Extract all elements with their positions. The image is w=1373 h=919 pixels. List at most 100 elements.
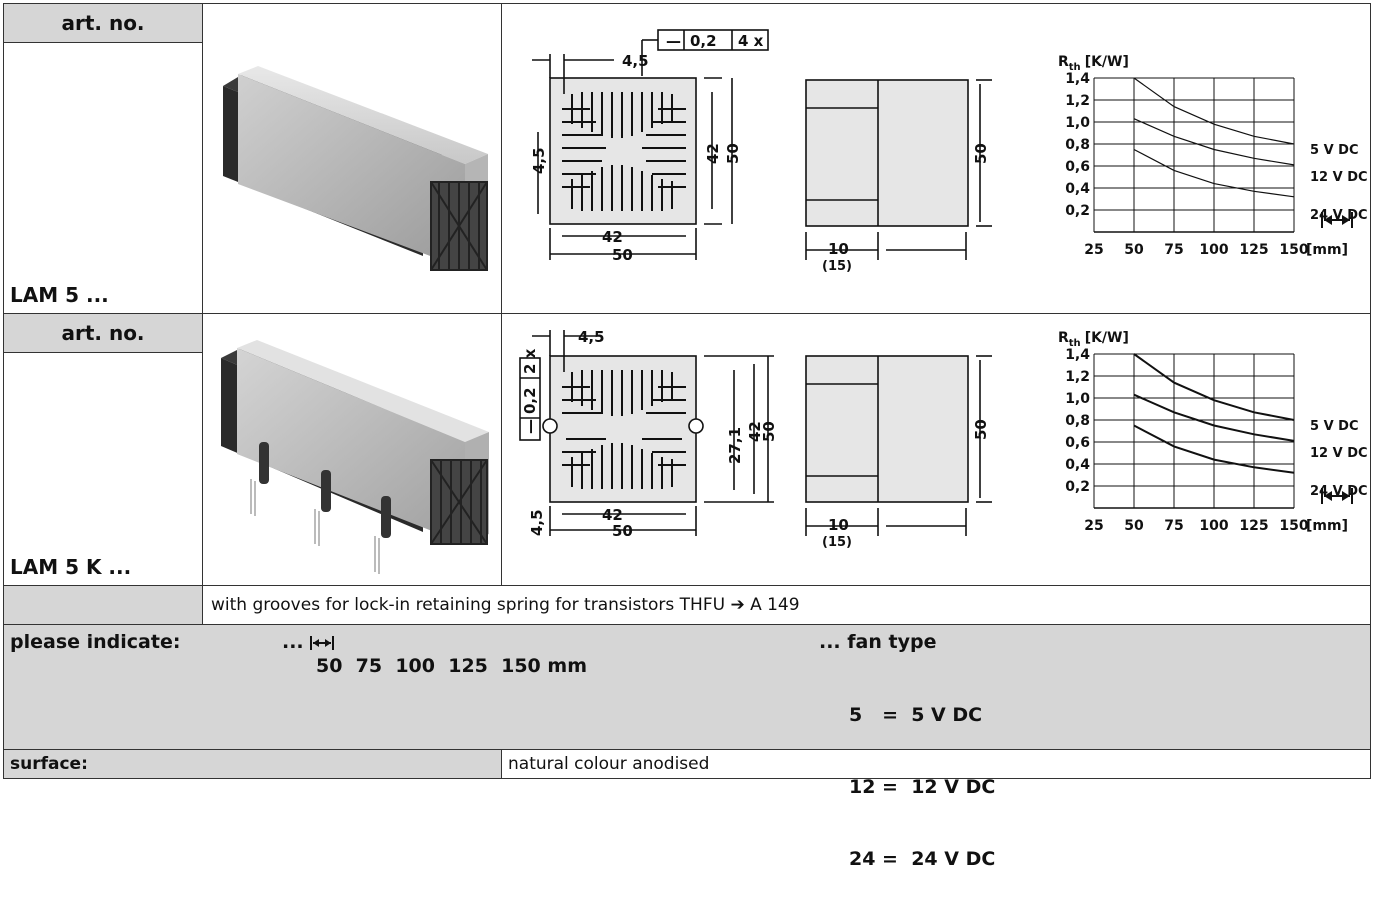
dim-outer-w-2: 50 — [612, 522, 633, 540]
product-name-lam5: LAM 5 ... — [3, 42, 203, 314]
length-arrow-icon-head-l — [1324, 491, 1332, 501]
series-line-2 — [1133, 424, 1295, 474]
length-arrow-icon-head-l — [1324, 215, 1332, 225]
x-unit-label: [mm] — [1306, 242, 1348, 258]
surface-label: surface: — [3, 749, 502, 779]
series-line-0 — [1133, 353, 1295, 421]
y-tick-label: 1,2 — [1065, 93, 1090, 109]
tol-value-2: 0,2 — [521, 387, 539, 414]
x-tick-label: 75 — [1164, 242, 1183, 258]
dim-inner-h-2: 42 — [746, 421, 764, 442]
product-photo-cell-2 — [202, 313, 502, 586]
x-unit-label: [mm] — [1306, 518, 1348, 534]
art-no-label-2: art. no. — [3, 313, 203, 353]
y-axis-label-unit: [K/W] — [1085, 330, 1129, 346]
dimension-drawing-1: 4,5 — 0,2 4 x 42 50 4,5 42 50 50 10 (15)… — [530, 29, 1368, 274]
series-label-0: 5 V DC — [1310, 419, 1359, 434]
x-tick-label: 150 — [1279, 518, 1308, 534]
drawing-cell-2: 4,5 — 0,2 2 x 42 50 4,5 27,1 42 50 50 10… — [501, 313, 1371, 586]
surface-value: natural colour anodised — [501, 749, 1371, 779]
series-line-0 — [1133, 77, 1295, 145]
dim-outer-h-2: 50 — [760, 421, 778, 442]
length-arrow-icon-head-r — [1342, 215, 1350, 225]
y-tick-label: 0,4 — [1065, 181, 1090, 197]
series-label-1: 12 V DC — [1310, 170, 1368, 185]
transistors — [259, 442, 391, 538]
x-tick-label: 125 — [1239, 518, 1268, 534]
tol-count: 4 x — [738, 32, 764, 50]
fan-type-5: 5 = 5 V DC — [849, 704, 983, 726]
series-label-0: 5 V DC — [1310, 143, 1359, 158]
dim-outer-h: 50 — [724, 143, 742, 164]
y-tick-label: 1,4 — [1065, 347, 1090, 363]
datasheet-page: art. no. — [3, 3, 1371, 870]
side-dim-h: 50 — [972, 143, 990, 164]
dimension-drawing-2: 4,5 — 0,2 2 x 42 50 4,5 27,1 42 50 50 10… — [519, 328, 1368, 550]
y-tick-label: 1,0 — [1065, 115, 1090, 131]
dim-top-2: 4,5 — [578, 328, 605, 346]
y-tick-label: 0,6 — [1065, 435, 1090, 451]
dim-outer-w: 50 — [612, 246, 633, 264]
y-tick-label: 0,8 — [1065, 413, 1090, 429]
y-axis-label: Rth[K/W] — [1058, 330, 1129, 349]
side-dim-h-2: 50 — [972, 419, 990, 440]
length-options: 50 75 100 125 150 mm — [316, 655, 587, 677]
fan-type-24: 24 = 24 V DC — [849, 848, 996, 870]
side-dim-10-2: 10 — [828, 516, 849, 534]
y-axis-label: Rth[K/W] — [1058, 54, 1129, 73]
side-dim-15-2: (15) — [822, 535, 852, 550]
length-prefix: ... — [282, 631, 304, 653]
length-arrow-icon-head-r — [1342, 491, 1350, 501]
product-name-lam5k: LAM 5 K ... — [3, 352, 203, 586]
y-axis-label-sub: th — [1069, 338, 1081, 349]
fin-pattern — [430, 181, 488, 271]
x-tick-label: 50 — [1124, 242, 1144, 258]
lam5k-spacer — [3, 585, 203, 625]
please-indicate-section: please indicate: ... 50 75 100 125 150 m… — [3, 624, 1371, 870]
side-view — [805, 79, 969, 227]
fan-type-list: 5 = 5 V DC 12 = 12 V DC 24 = 24 V DC — [849, 655, 995, 919]
y-tick-label: 1,4 — [1065, 71, 1090, 87]
dim-left-2: 4,5 — [528, 509, 546, 536]
spec-table: art. no. — [3, 3, 1371, 870]
dim-inner-h: 42 — [704, 143, 722, 164]
series-label-1: 12 V DC — [1310, 446, 1368, 461]
x-tick-label: 100 — [1199, 242, 1228, 258]
dim-271: 27,1 — [726, 427, 744, 464]
series-line-1 — [1133, 118, 1295, 166]
drawing-cell-1: 4,5 — 0,2 4 x 42 50 4,5 42 50 50 10 (15)… — [501, 3, 1371, 314]
x-tick-label: 25 — [1084, 518, 1103, 534]
length-prefix-group: ... — [282, 631, 335, 653]
y-tick-label: 0,2 — [1065, 479, 1090, 495]
y-tick-label: 1,2 — [1065, 369, 1090, 385]
x-tick-label: 150 — [1279, 242, 1308, 258]
product-photo-cell — [202, 3, 502, 314]
x-tick-label: 100 — [1199, 518, 1228, 534]
y-axis-label-sub: th — [1069, 62, 1081, 73]
side-view-2 — [805, 355, 969, 503]
y-tick-label: 0,2 — [1065, 203, 1090, 219]
y-tick-label: 0,6 — [1065, 159, 1090, 175]
x-tick-label: 50 — [1124, 518, 1144, 534]
side-dim-10: 10 — [828, 240, 849, 258]
heatsink-photo — [223, 66, 488, 271]
side-dim-15: (15) — [822, 259, 852, 274]
tol-symbol-2: — — [521, 419, 539, 434]
fan-type-12: 12 = 12 V DC — [849, 776, 996, 798]
series-line-1 — [1133, 393, 1295, 442]
groove-note: with grooves for lock-in retaining sprin… — [202, 585, 1371, 625]
indicate-label: please indicate: — [10, 631, 181, 653]
tol-symbol: — — [666, 32, 681, 50]
y-axis-label-unit: [K/W] — [1085, 54, 1129, 70]
art-no-label: art. no. — [3, 3, 203, 43]
x-tick-label: 125 — [1239, 242, 1268, 258]
dim-inner-w-2: 42 — [602, 506, 623, 524]
heatsink-photo-grooved — [221, 340, 489, 574]
tol-value: 0,2 — [690, 32, 717, 50]
x-tick-label: 75 — [1164, 518, 1183, 534]
length-arrow-icon — [310, 635, 335, 650]
y-tick-label: 0,4 — [1065, 457, 1090, 473]
series-line-2 — [1133, 148, 1295, 198]
